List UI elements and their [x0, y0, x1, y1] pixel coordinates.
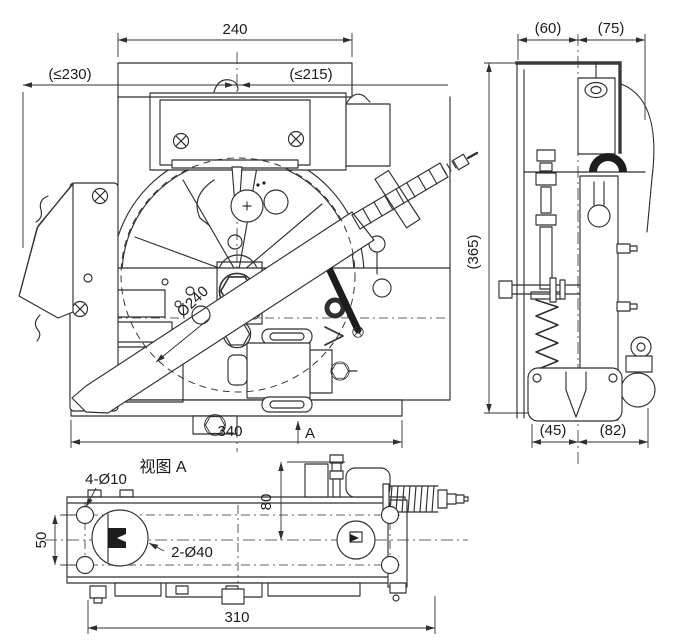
side-horizontal-bolt [498, 277, 581, 303]
mount-hole [75, 505, 95, 525]
large-hole-right [336, 520, 376, 560]
dim-310: 310 [87, 596, 436, 634]
lever-arm [71, 169, 421, 414]
dim-le230: (≤230) (≤215) [22, 66, 448, 248]
dim-365: (365) [465, 62, 528, 414]
v-groove [565, 389, 587, 418]
bottom-view: 视图 A [33, 454, 469, 634]
dim-80: 80 [258, 461, 345, 541]
side-spring-assembly [530, 149, 562, 402]
side-view: (60) (75) (365) (45) (82) [465, 20, 656, 465]
dim-340: 340 A [70, 420, 403, 448]
dim-82-label: (82) [600, 422, 627, 439]
mount-hole [380, 555, 400, 575]
view-a-title: 视图 A [139, 458, 186, 476]
mount-hole [75, 555, 95, 575]
guard-wire-bottom [34, 314, 41, 342]
dim-50-label: 50 [33, 532, 50, 549]
dim-45-label: (45) [540, 422, 567, 439]
dim-45-82: (45) (82) [531, 408, 649, 448]
dim-340-label: 340 [217, 423, 242, 440]
front-view: 240 (≤230) (≤215) Ø240 340 A [18, 21, 479, 452]
bottom-feet [89, 582, 407, 605]
guard-wire-top [35, 195, 49, 223]
dim-4d10: 4-Ø10 [85, 471, 127, 508]
dim-le215-label: (≤215) [289, 66, 332, 83]
pitch-circle [120, 157, 356, 393]
dim-240-label: 240 [222, 21, 247, 38]
rope-guard [18, 182, 119, 412]
dim-240: 240 [117, 21, 353, 98]
box-hook [213, 79, 239, 93]
side-guard-arc [620, 83, 655, 233]
rope-hitch-foot [192, 414, 238, 436]
rope-weight [620, 372, 656, 408]
magnet-box [149, 79, 391, 171]
trip-link [322, 258, 362, 334]
dim-le230-label: (≤230) [48, 66, 91, 83]
bottom-console [304, 454, 391, 498]
mount-hole [380, 505, 400, 525]
rope-clamp-block [227, 326, 358, 413]
side-fittings [616, 243, 653, 373]
wall-bracket [515, 61, 622, 154]
view-direction-label: A [305, 425, 315, 442]
top-mounting-plate [117, 62, 353, 98]
dim-365-label: (365) [465, 234, 482, 269]
switch-box-side [577, 61, 616, 155]
dim-60-75: (60) (75) [517, 20, 646, 120]
tension-pulley-housing [527, 367, 623, 422]
rope-pulley-top [589, 153, 627, 172]
dim-2d40: 2-Ø40 [148, 542, 213, 561]
dim-60-label: (60) [535, 20, 562, 37]
dim-2d40-label: 2-Ø40 [171, 544, 213, 561]
dim-75-label: (75) [598, 20, 625, 37]
dim-50: 50 [33, 514, 76, 566]
spring-adjust-nut [452, 153, 470, 171]
tension-spring [351, 151, 479, 230]
dim-4d10-label: 4-Ø10 [85, 471, 127, 488]
dim-310-label: 310 [224, 609, 249, 626]
tripping-mechanism [196, 166, 289, 250]
chevron-mark [324, 326, 344, 346]
dim-80-label: 80 [258, 494, 275, 511]
large-hole-left [91, 509, 149, 567]
